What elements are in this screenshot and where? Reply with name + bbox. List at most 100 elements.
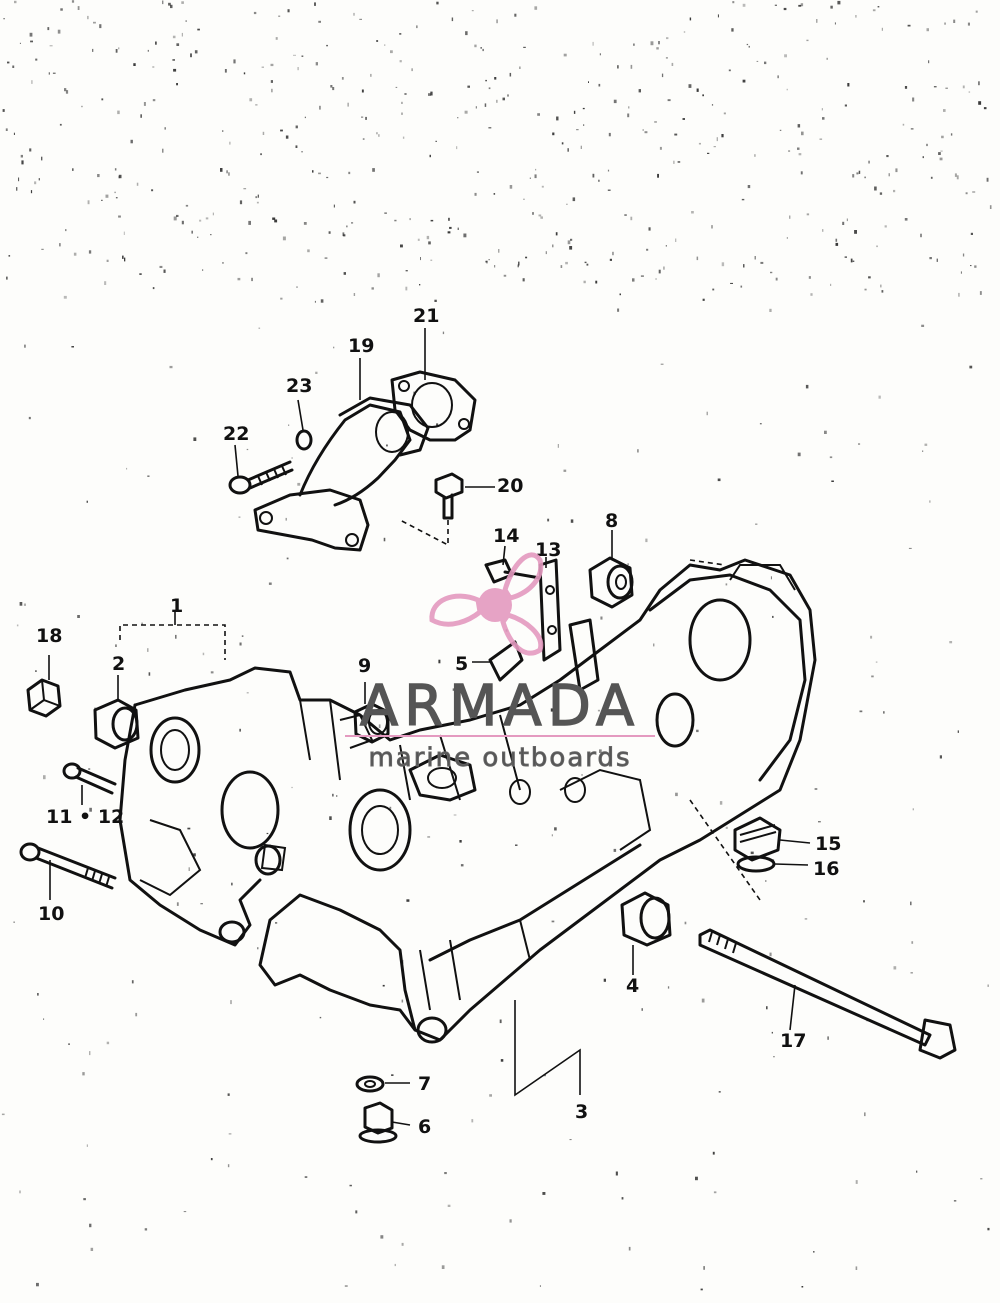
speckle [7,61,10,64]
speckle [617,308,620,312]
speckle [115,49,118,53]
speckle [519,66,521,69]
speckle [447,231,451,234]
speckle [884,225,887,228]
speckle [663,266,665,270]
speckle [723,112,726,115]
speckle [436,423,439,426]
speckle [509,1219,512,1223]
speckle [954,173,957,177]
speckle [394,219,397,222]
speckle [362,138,365,140]
callout-13: 13 [535,539,561,561]
speckle [460,864,464,867]
speckle [509,185,513,189]
speckle [844,256,847,258]
speckle [716,137,718,142]
speckle [756,60,759,62]
speckle [598,83,601,87]
speckle [280,297,283,300]
speckle [401,112,403,115]
speckle [401,999,404,1003]
speckle [870,635,873,639]
speckle [532,212,534,215]
speckle [228,172,230,176]
speckle [430,259,433,261]
speckle [237,277,241,281]
speckle [394,1263,396,1267]
speckle [773,1056,775,1058]
speckle [315,62,318,66]
speckle [798,4,802,7]
speckle [666,37,669,40]
speckle [77,6,80,10]
speckle [830,5,833,9]
speckle [378,134,380,137]
speckle [962,253,965,257]
speckle [141,622,143,625]
speckle [434,299,437,302]
speckle [502,97,505,101]
speckle [712,1151,715,1155]
speckle [474,44,477,48]
speckle [645,538,648,543]
speckle [329,816,332,820]
speckle [347,102,349,107]
speckle [73,252,77,256]
speckle [912,97,915,102]
speckle [426,235,430,240]
speckle [938,152,941,155]
speckle [71,0,75,3]
speckle [801,131,804,136]
speckle [8,255,11,257]
speckle [868,276,871,279]
speckle [786,237,788,239]
speckle [912,808,914,811]
speckle [130,139,133,144]
speckle [569,246,573,250]
speckle [557,444,559,448]
speckle [746,43,749,46]
speckle [380,1235,384,1239]
speckle [228,1133,232,1135]
speckle [71,346,74,348]
speckle [49,45,53,47]
speckle [275,922,278,924]
speckle [725,826,728,829]
speckle [151,189,154,192]
speckle [295,125,298,129]
speckle [760,261,764,264]
speckle [675,792,678,797]
speckle [404,93,407,95]
speckle [641,1008,643,1011]
callout-6: 6 [418,1116,431,1138]
speckle [592,173,595,178]
speckle [243,188,247,190]
speckle [89,1051,91,1056]
speckle [488,127,492,129]
speckle [399,33,402,35]
speckle [245,252,248,255]
speckle [86,1144,88,1147]
speckle [343,272,346,275]
speckle [667,986,670,989]
speckle [118,215,121,218]
speckle [711,225,713,229]
speckle [684,921,687,925]
speckle [36,1282,39,1287]
speckle [419,284,421,286]
speckle [656,47,659,50]
speckle [399,60,402,63]
speckle [969,365,973,369]
speckle [258,327,261,329]
speckle [630,64,633,69]
speckle [868,160,870,164]
speckle [318,172,321,175]
speckle [229,141,231,145]
washer-23 [295,429,313,451]
speckle [176,214,179,217]
speckle [871,675,874,678]
speckle [126,467,128,470]
speckle [378,724,381,728]
